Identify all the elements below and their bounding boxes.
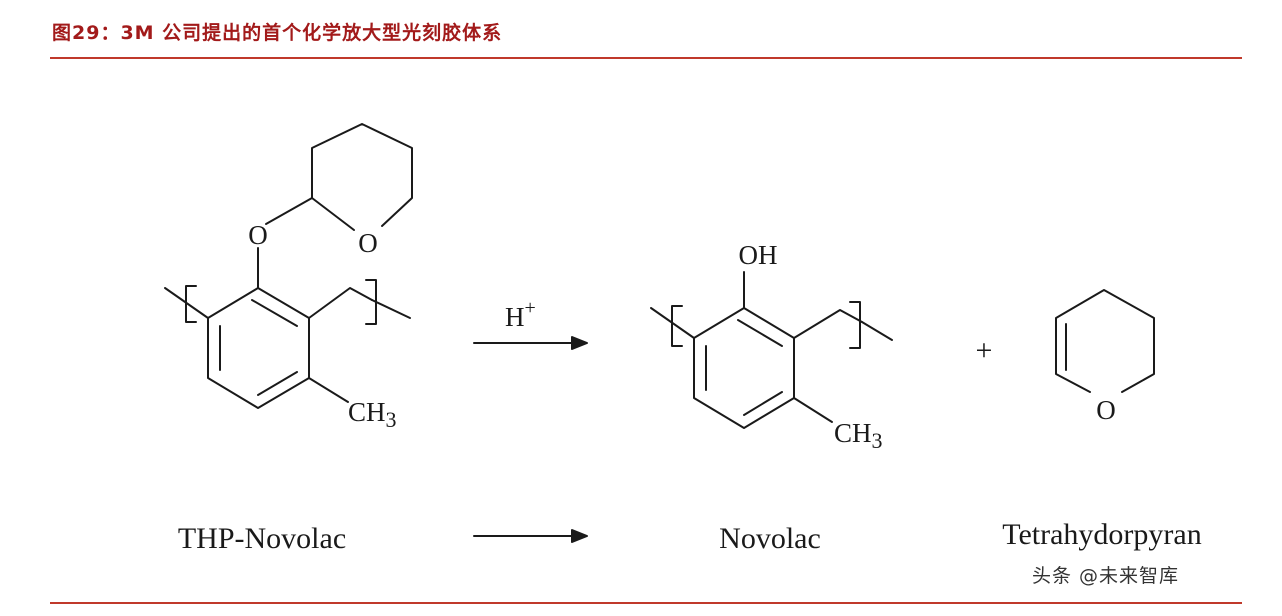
product-bracket-right [849,301,861,349]
product-benzene-ring [693,307,795,429]
reactant-ch-subscript: 3 [386,407,397,432]
reactant-double-bond [251,299,298,327]
reaction-arrow-head [571,336,588,350]
byproduct-atom-o: O [1096,395,1116,425]
reactant-atom-o-link: O [248,220,268,250]
product-bond-ch3 [793,397,833,423]
reactant-benzene-ring [207,287,310,409]
reactant-chain-right [308,287,373,319]
product-chain-end [861,321,893,341]
reactant-ch-text: CH [348,397,386,427]
reactant-thp-ring [311,123,413,227]
watermark: 头条 @未来智库 [1032,565,1180,587]
top-rule [50,57,1242,59]
product-ch-text: CH [834,418,872,448]
reactant-structure [164,123,413,409]
catalyst-symbol: H [505,302,525,332]
reactant-thp-ring-o-bond [311,197,355,231]
product-chain-right [793,309,863,339]
byproduct-ring [1055,289,1155,393]
product-group-oh: OH [739,240,778,270]
product-double-bond [743,391,783,416]
reactant-bond-o-thp [265,197,313,225]
product-name: Novolac [719,522,821,555]
product-ch-subscript: 3 [872,428,883,453]
bottom-rule [50,602,1242,604]
product-double-bond [737,319,783,347]
product-bracket-left [671,305,683,347]
reactant-bracket-left [185,285,197,323]
byproduct-name: Tetrahydorpyran [1002,518,1201,551]
catalyst-label: H+ [505,297,536,332]
reactant-atom-o-ring: O [358,228,378,258]
plus-sign: + [976,334,993,367]
figure-title: 图29：3M 公司提出的首个化学放大型光刻胶体系 [52,22,503,44]
name-arrow-head [571,529,588,543]
reactant-chain-end [371,299,411,319]
byproduct-structure [1055,289,1155,393]
reactant-bracket-right [365,279,377,325]
reactant-bond-ch3 [308,377,349,403]
product-group-ch3: CH3 [834,418,883,453]
reactant-name: THP-Novolac [178,522,346,555]
catalyst-charge: + [525,297,536,319]
product-structure [650,271,893,429]
reactant-double-bond [257,371,298,396]
reactant-group-ch3: CH3 [348,397,397,432]
